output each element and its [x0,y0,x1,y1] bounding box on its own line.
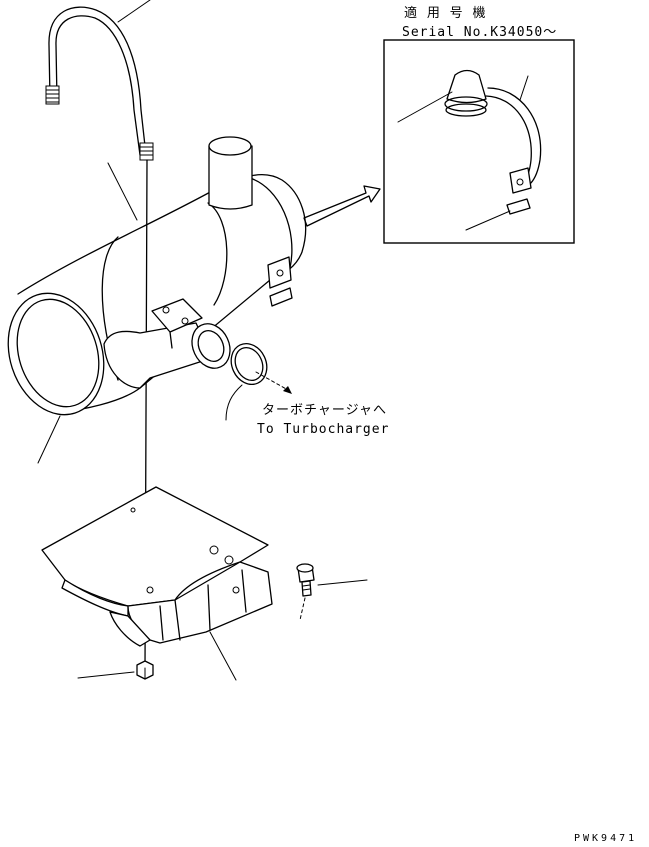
rain-cap-detail [444,69,488,117]
to-turbocharger-label-jp: ターボチャージャへ [262,403,387,418]
mounting-bolt [296,563,368,621]
inset-serial-label: Serial No.K34050～ [402,25,557,40]
mounting-bracket [41,486,273,681]
drawing-code: PWK9471 [574,833,637,844]
muffler-body [7,136,307,464]
breather-hook-pipe [45,0,154,161]
gasket-ring [225,343,268,421]
detail-arrow [303,185,381,227]
to-turbocharger-label-en: To Turbocharger [257,422,389,437]
inset-frame [383,39,575,244]
inset-detail: 適 用 号 機 Serial No.K34050～ [383,5,575,244]
mounting-nut [77,660,154,680]
to-turbocharger-arrow [255,371,292,394]
inset-applicability-label: 適 用 号 機 [404,5,486,21]
